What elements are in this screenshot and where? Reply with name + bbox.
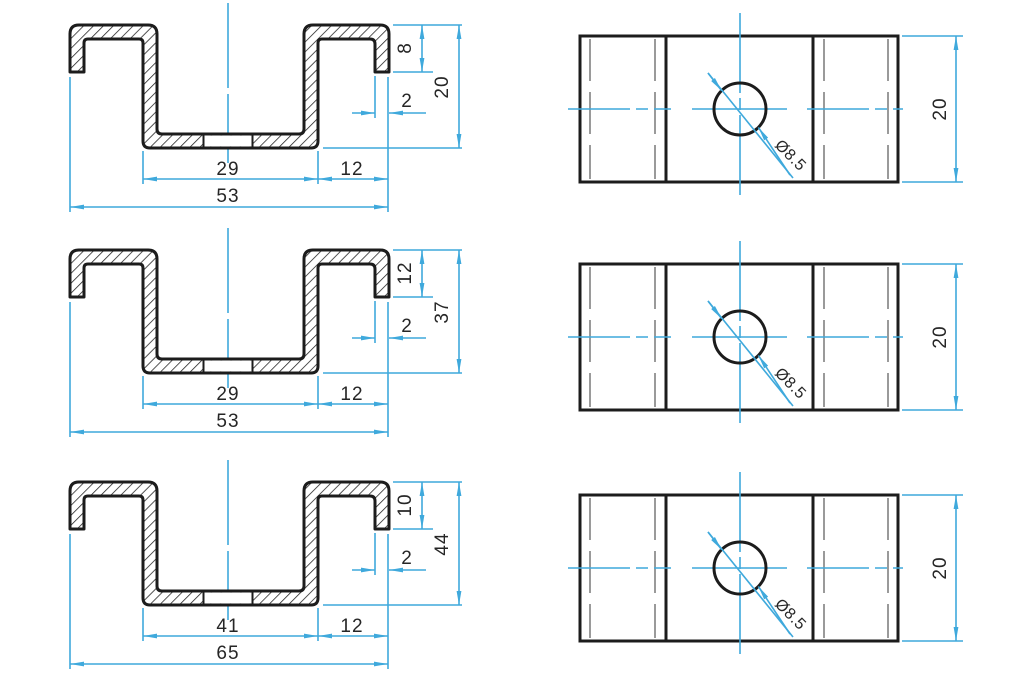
dim-bottom-width: 41: [216, 616, 239, 637]
dim-overall-width: 53: [216, 411, 239, 432]
dim-overall-width: 53: [216, 186, 239, 207]
dim-plan-width: 20: [930, 97, 951, 120]
dim-flange-width: 12: [340, 384, 363, 405]
dim-plan-width: 20: [930, 556, 951, 579]
dim-lip-height: 12: [395, 261, 416, 284]
dim-lip-height: 10: [395, 493, 416, 516]
section-view-3: 41 12 65 2 10 44: [70, 460, 462, 669]
section-view-1: 29 12 53 2 8 20: [70, 3, 462, 212]
dim-flange-width: 12: [340, 616, 363, 637]
dim-bottom-width: 29: [216, 159, 239, 180]
dim-overall-width: 65: [216, 643, 239, 664]
dim-overall-height: 20: [432, 75, 453, 98]
section-view-2: 29 12 53 2 12 37: [70, 228, 462, 437]
plan-view-3: Ø8.5 20: [568, 472, 963, 656]
dim-overall-height: 37: [432, 300, 453, 323]
dim-thickness: 2: [401, 316, 413, 337]
dim-thickness: 2: [401, 548, 413, 569]
dim-overall-height: 44: [432, 532, 453, 555]
plan-view-1: Ø8.5 20: [568, 13, 963, 197]
plan-view-2: Ø8.5 20: [568, 241, 963, 425]
dim-flange-width: 12: [340, 159, 363, 180]
dim-plan-width: 20: [930, 325, 951, 348]
dim-bottom-width: 29: [216, 384, 239, 405]
dim-thickness: 2: [401, 91, 413, 112]
dim-lip-height: 8: [395, 42, 416, 54]
